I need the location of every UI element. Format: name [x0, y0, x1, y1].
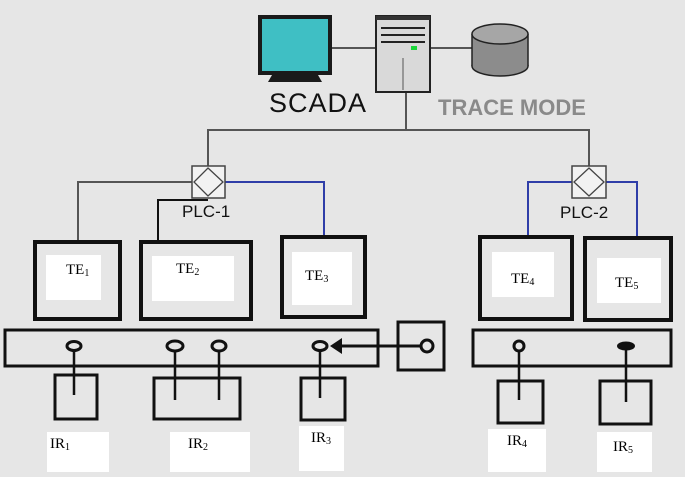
terminal-box-4: [478, 235, 574, 321]
te2-label: TE2: [176, 261, 200, 278]
terminal-box-5: [583, 236, 673, 322]
te3-label: TE3: [305, 268, 329, 285]
ir3-label: IR3: [311, 430, 331, 447]
sensor-socket-2: [152, 339, 242, 421]
plc1-te2-link: [157, 199, 208, 242]
plc2-te5-link: [606, 181, 638, 238]
sensor-socket-3: [299, 340, 347, 422]
te4-label: TE4: [511, 271, 535, 288]
ir1-label: IR1: [50, 436, 70, 453]
plc1-label: PLC-1: [182, 202, 231, 221]
ir-label-bg-3: [299, 426, 344, 471]
server-tower-icon: [375, 15, 431, 93]
pusher-actuator-icon: [330, 320, 446, 372]
plc1-te1-link: [77, 181, 192, 242]
plc1-te3-link: [225, 181, 325, 237]
trace-mode-label: TRACE MODE: [438, 95, 586, 120]
conveyor-belt-1: [3, 328, 380, 368]
ir5-label: IR5: [613, 439, 633, 456]
network-switch-icon: [191, 165, 226, 199]
conveyor-belt-2: [471, 328, 673, 368]
plc2-label: PLC-2: [560, 203, 609, 222]
ir-label-bg-1: [47, 432, 109, 472]
sensor-socket-4: [496, 339, 545, 425]
sensor-socket-1: [53, 340, 99, 421]
ir2-label: IR2: [188, 436, 208, 453]
database-icon: [471, 23, 529, 77]
monitor-icon: [258, 15, 332, 82]
te5-label: TE5: [615, 275, 639, 292]
ir-label-bg-5: [597, 432, 652, 472]
sensor-socket-5: [598, 341, 653, 426]
plc2-te4-link: [527, 181, 572, 237]
ir4-label: IR4: [507, 433, 527, 450]
terminal-box-2: [139, 240, 253, 321]
network-switch-icon: [571, 165, 607, 199]
ir-label-bg-2: [170, 432, 250, 472]
terminal-box-3: [280, 235, 367, 319]
te1-label: TE1: [66, 262, 90, 279]
scada-label: SCADA: [269, 88, 368, 118]
terminal-box-1: [33, 240, 122, 321]
ir-label-bg-4: [488, 429, 546, 472]
trunk-to-plcs-link: [207, 129, 590, 168]
